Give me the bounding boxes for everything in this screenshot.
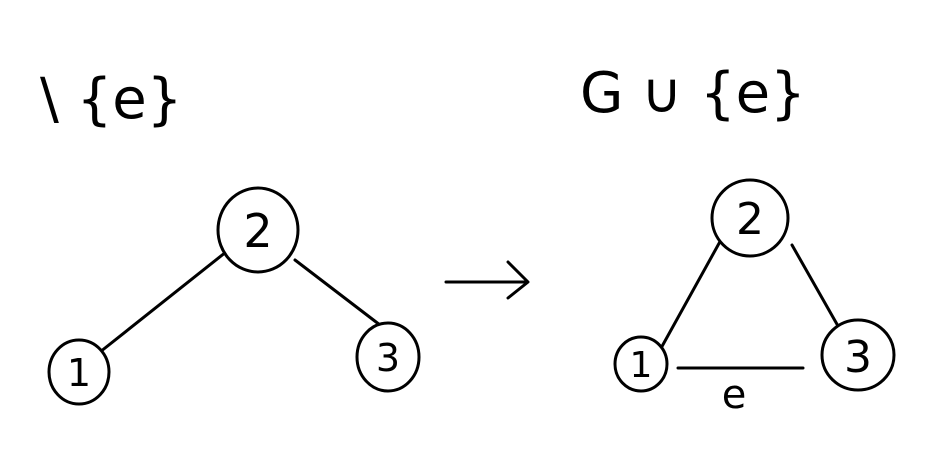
right-graph: 2 1 3 e: [613, 178, 896, 418]
transform-arrow: [444, 260, 530, 300]
right-node-2: 2: [710, 178, 790, 258]
left-node-2: 2: [216, 186, 300, 274]
left-node-2-label: 2: [243, 204, 272, 258]
left-edge-2-3: [293, 258, 382, 327]
left-node-3-label: 3: [376, 336, 400, 380]
right-node-1-label: 1: [630, 345, 653, 386]
left-node-3: 3: [355, 321, 421, 393]
right-edge-2-3: [790, 243, 840, 328]
right-caption-text: G ∪ {e}: [580, 61, 806, 126]
left-edge-2-1: [98, 250, 228, 354]
right-node-1: 1: [613, 335, 669, 393]
left-node-1: 1: [47, 338, 111, 406]
right-node-3-label: 3: [844, 332, 872, 383]
left-node-1-label: 1: [67, 351, 91, 395]
edge-e-label: e: [722, 372, 747, 418]
left-caption-text: \ {e}: [40, 67, 182, 132]
right-node-2-label: 2: [736, 194, 764, 245]
left-caption: \ {e}: [40, 67, 182, 132]
right-caption: G ∪ {e}: [580, 61, 806, 126]
left-graph: 2 1 3: [47, 186, 421, 406]
right-node-3: 3: [820, 318, 896, 392]
right-edge-2-1: [658, 236, 724, 352]
